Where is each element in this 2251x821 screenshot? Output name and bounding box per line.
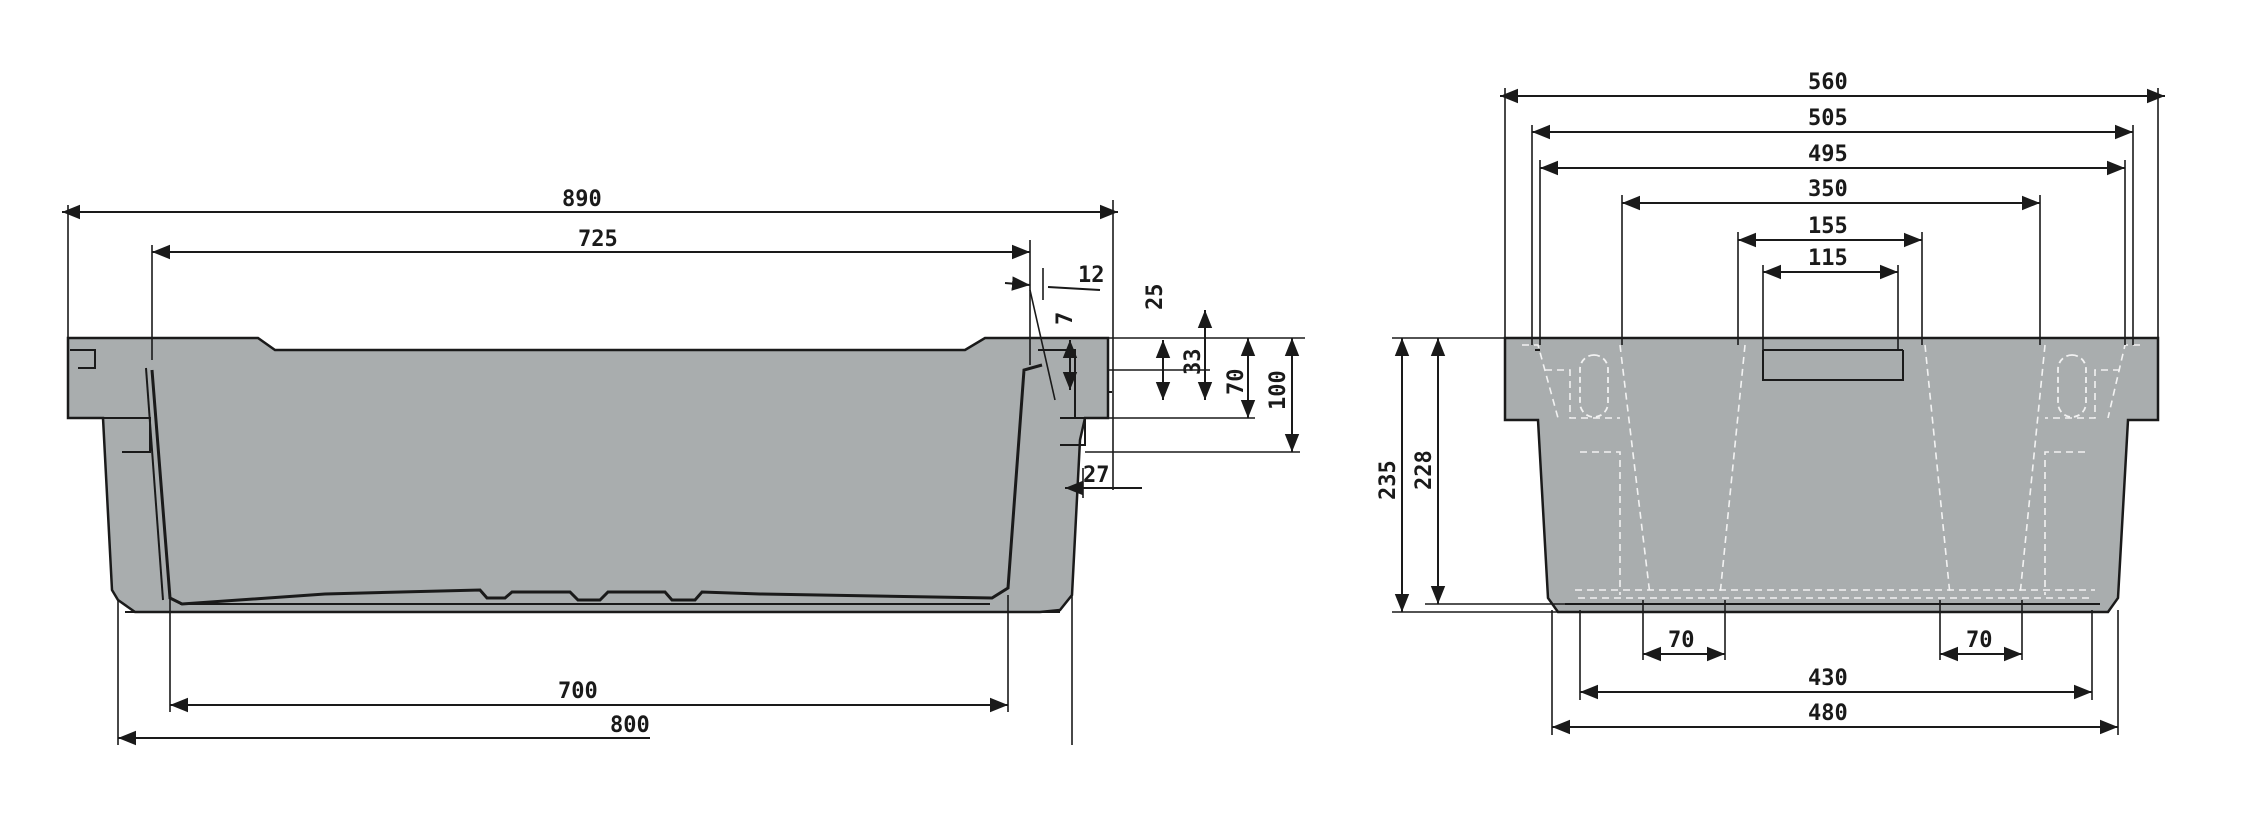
dim-label-27: 27 bbox=[1083, 463, 1110, 488]
dim-label-700: 700 bbox=[558, 679, 598, 704]
end-view: 560 505 495 350 155 115 235 228 70 70 43… bbox=[1376, 70, 2165, 735]
dim-label-33: 33 bbox=[1181, 349, 1206, 376]
end-view-dimension-labels: 560 505 495 350 155 115 235 228 70 70 43… bbox=[1376, 70, 1993, 726]
side-view-base bbox=[125, 603, 1060, 613]
dim-label-7: 7 bbox=[1053, 312, 1078, 325]
side-view: 890 725 12 7 25 33 70 100 27 700 800 bbox=[62, 187, 1305, 746]
dim-label-495: 495 bbox=[1808, 142, 1848, 167]
end-view-hidden-lines bbox=[1522, 344, 2140, 599]
dim-label-480: 480 bbox=[1808, 701, 1848, 726]
dim-label-800: 800 bbox=[610, 713, 650, 738]
dim-label-725: 725 bbox=[578, 227, 618, 252]
dim-label-560: 560 bbox=[1808, 70, 1848, 95]
dim-label-228: 228 bbox=[1412, 450, 1437, 490]
dim-label-115: 115 bbox=[1808, 246, 1848, 271]
side-view-rim-left bbox=[70, 349, 151, 453]
dim-label-70-right: 70 bbox=[1966, 628, 1993, 653]
end-view-base bbox=[1558, 603, 2108, 613]
dim-label-70-left: 70 bbox=[1668, 628, 1695, 653]
dim-label-155: 155 bbox=[1808, 214, 1848, 239]
end-view-dimensions bbox=[1392, 88, 2165, 735]
dim-label-890: 890 bbox=[562, 187, 602, 212]
end-view-slot-left bbox=[1579, 354, 1609, 418]
end-view-slot-right bbox=[2057, 354, 2087, 418]
dim-label-350: 350 bbox=[1808, 177, 1848, 202]
dim-label-12: 12 bbox=[1078, 263, 1105, 288]
side-view-dimensions bbox=[62, 200, 1305, 746]
dim-label-25: 25 bbox=[1143, 284, 1168, 311]
end-view-top-rim bbox=[1535, 349, 1904, 381]
dim-label-235: 235 bbox=[1376, 460, 1401, 500]
dim-label-505: 505 bbox=[1808, 106, 1848, 131]
dim-label-100: 100 bbox=[1266, 370, 1291, 410]
side-view-dimension-labels: 890 725 12 7 25 33 70 100 27 700 800 bbox=[558, 187, 1291, 738]
side-view-inner-wall-2 bbox=[145, 367, 164, 601]
side-view-body bbox=[66, 336, 1110, 614]
side-view-inner-wall bbox=[150, 363, 1043, 606]
dim-label-430: 430 bbox=[1808, 666, 1848, 691]
dim-label-70: 70 bbox=[1224, 369, 1249, 396]
